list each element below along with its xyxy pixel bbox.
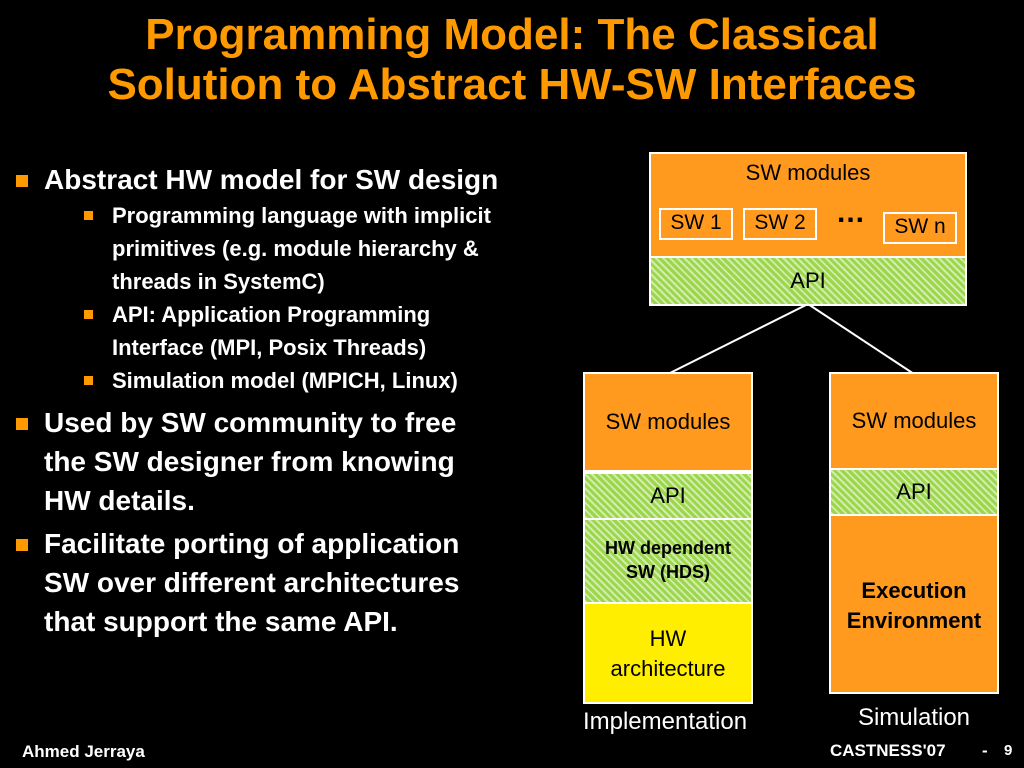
footer-page-number: 9 — [1004, 742, 1013, 759]
sw-1-module: SW 1 — [659, 208, 733, 240]
sim-api-label: API — [896, 479, 932, 504]
slide-title: Programming Model: The Classical Solutio… — [0, 10, 1024, 110]
impl-hds-label-line: HW dependent — [605, 538, 731, 558]
bullet-line: HW details. — [44, 485, 195, 516]
bullet-used-by-sw-community: Used by SW community to free the SW desi… — [14, 403, 614, 520]
impl-hds-label-line: SW (HDS) — [626, 562, 710, 582]
impl-sw-modules-box: SW modules — [583, 372, 753, 472]
sub-bullet-api: API: Application Programming Interface (… — [14, 298, 614, 364]
sw-n-module: SW n — [883, 212, 957, 244]
impl-hw-label-line: HW — [649, 626, 687, 651]
impl-hds-label: HW dependent SW (HDS) — [585, 520, 751, 584]
impl-hw-architecture-box: HW architecture — [583, 602, 753, 704]
sim-execution-environment-label: Execution Environment — [831, 516, 997, 636]
connector-line-implementation — [667, 303, 809, 375]
bullet-line: that support the same API. — [44, 606, 398, 637]
sim-sw-modules-box: SW modules — [829, 372, 999, 470]
impl-hds-layer: HW dependent SW (HDS) — [583, 518, 753, 604]
bullet-abstract-hw-model: Abstract HW model for SW design — [14, 160, 614, 199]
slide-title-line-1: Programming Model: The Classical — [145, 10, 879, 59]
implementation-caption: Implementation — [582, 708, 748, 735]
bullet-line: SW over different architectures — [44, 567, 460, 598]
sub-bullet-list: Programming language with implicit primi… — [14, 199, 614, 397]
sub-bullet-line: Simulation model (MPICH, Linux) — [112, 368, 458, 393]
sub-bullet-line: Interface (MPI, Posix Threads) — [112, 335, 427, 360]
slide-title-line-2: Solution to Abstract HW-SW Interfaces — [107, 60, 917, 109]
bullet-line: Used by SW community to free — [44, 407, 457, 438]
impl-api-layer: API — [583, 472, 753, 520]
top-sw-modules-label: SW modules — [745, 160, 871, 185]
top-sw-modules-box: SW modules SW 1 SW 2 ... SW n — [649, 152, 967, 258]
sub-bullet-line: threads in SystemC) — [112, 269, 325, 294]
simulation-caption: Simulation — [857, 704, 971, 731]
impl-hw-label-line: architecture — [610, 656, 726, 681]
impl-api-label: API — [650, 483, 686, 508]
top-api-layer: API — [649, 256, 967, 306]
sub-bullet-programming-language: Programming language with implicit primi… — [14, 199, 614, 298]
sim-api-layer: API — [829, 468, 999, 516]
sim-exec-label-line: Execution — [861, 578, 967, 603]
sub-bullet-line: primitives (e.g. module hierarchy & — [112, 236, 479, 261]
footer-author: Ahmed Jerraya — [22, 742, 145, 761]
impl-hw-architecture-label: HW architecture — [585, 604, 751, 684]
sim-sw-modules-label: SW modules — [851, 408, 977, 433]
sub-bullet-line: API: Application Programming — [112, 302, 431, 327]
bullet-line: Facilitate porting of application — [44, 528, 460, 559]
bullet-facilitate-porting: Facilitate porting of application SW ove… — [14, 524, 614, 641]
bullet-list: Abstract HW model for SW design Programm… — [14, 160, 614, 645]
ellipsis-dots: ... — [837, 196, 866, 229]
sw-2-module: SW 2 — [743, 208, 817, 240]
bullet-line: the SW designer from knowing — [44, 446, 455, 477]
sim-execution-environment-box: Execution Environment — [829, 514, 999, 694]
sub-bullet-line: Programming language with implicit — [112, 203, 491, 228]
top-api-label: API — [790, 268, 826, 293]
footer-event: CASTNESS'07 — [830, 741, 946, 760]
sim-exec-label-line: Environment — [846, 608, 982, 633]
connector-line-simulation — [807, 303, 915, 375]
sub-bullet-simulation-model: Simulation model (MPICH, Linux) — [14, 364, 614, 397]
impl-sw-modules-label: SW modules — [605, 409, 731, 434]
footer-separator: - — [982, 741, 988, 760]
